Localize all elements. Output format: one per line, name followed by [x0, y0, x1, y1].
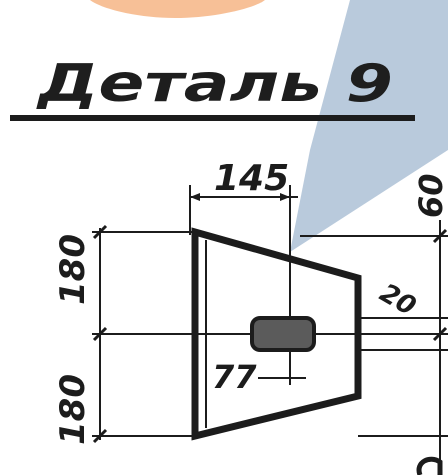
orange-blob-shape: [90, 0, 265, 18]
dim-left-tick-bottom: [92, 428, 108, 444]
part-outline: [191, 227, 362, 441]
dim-145-arrow-right: [280, 193, 290, 201]
right-dim-tick-slot: [432, 326, 448, 342]
title-label: Деталь 9: [35, 54, 393, 114]
dim-180-upper-label: 180: [53, 234, 93, 305]
dim-20-label: 20: [375, 278, 421, 322]
dim-145-arrow-left: [190, 193, 200, 201]
dim-left-tick-top: [92, 224, 108, 240]
partial-digit-shape: [416, 456, 443, 475]
dim-145-label: 145: [214, 158, 289, 199]
dim-60-label: 60: [412, 173, 448, 218]
slot-shape: [250, 316, 316, 352]
slot-77-label: 77: [212, 358, 257, 396]
blue-wedge-shape: [290, 0, 448, 252]
dim-180-lower-label: 180: [53, 374, 93, 445]
right-dim-tick-top: [432, 228, 448, 244]
